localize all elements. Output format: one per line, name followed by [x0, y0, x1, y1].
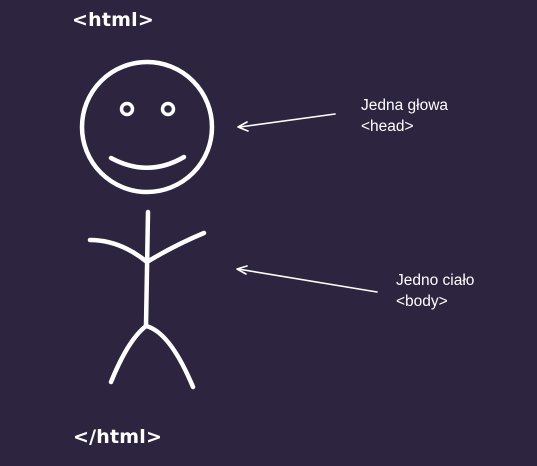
left-arm: [87, 237, 150, 265]
left-eye: [119, 101, 135, 117]
right-eye: [160, 101, 176, 117]
body-annotation: Jedno ciało <body>: [396, 270, 474, 312]
head-arrow-line: [239, 113, 336, 128]
body-arrow-line: [237, 268, 378, 293]
right-leg: [143, 323, 196, 390]
head-annotation-line2: <head>: [361, 118, 414, 135]
body-arrowhead: [236, 265, 248, 275]
html-close-tag: </html>: [73, 426, 163, 448]
head-circle: [79, 59, 215, 195]
head-annotation-line1: Jedna głowa: [361, 97, 449, 114]
smile: [108, 154, 187, 170]
html-open-tag: <html>: [72, 9, 154, 31]
torso: [143, 209, 151, 329]
body-annotation-line2: <body>: [396, 293, 448, 310]
head-arrowhead: [237, 121, 249, 132]
right-arm: [144, 230, 207, 265]
head-annotation: Jedna głowa <head>: [361, 95, 448, 137]
left-leg: [108, 323, 149, 385]
body-annotation-line1: Jedno ciało: [396, 272, 475, 289]
